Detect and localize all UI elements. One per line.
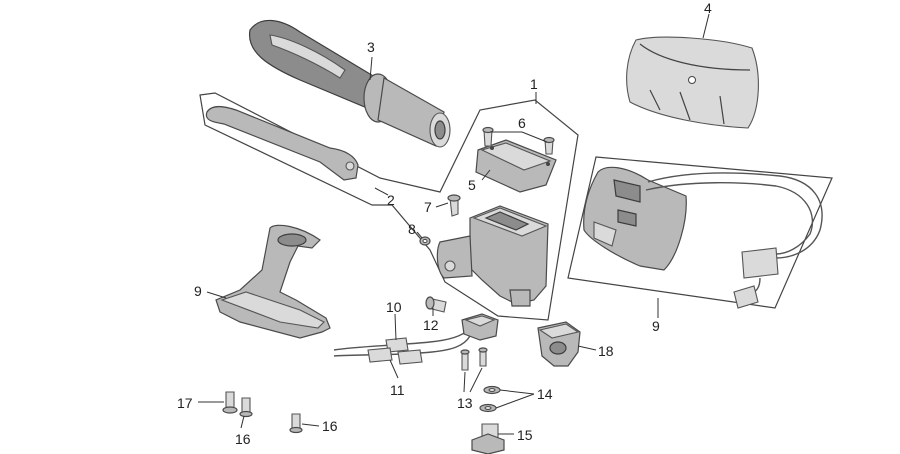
master-cylinder — [436, 205, 549, 307]
callout-12: 12 — [423, 317, 439, 333]
callout-6: 6 — [518, 115, 526, 131]
callout-7: 7 — [424, 199, 432, 215]
grip — [248, 19, 451, 148]
switch-group-outline — [567, 156, 833, 309]
lever-guard — [215, 224, 331, 339]
small-screws — [222, 391, 303, 434]
callout-11: 11 — [390, 382, 405, 398]
callout-18: 18 — [598, 343, 614, 359]
brake-lever — [205, 105, 359, 181]
mount-bolt — [471, 423, 505, 454]
pivot-bolt — [447, 194, 461, 217]
callout-10: 10 — [386, 299, 402, 315]
reservoir-cap — [475, 139, 557, 193]
cover-bag — [626, 36, 759, 129]
cap-screws — [482, 126, 555, 155]
switch-cables — [333, 329, 471, 365]
stop-switch — [425, 296, 447, 313]
callout-14: 14 — [537, 386, 553, 402]
leader-lines — [198, 13, 710, 435]
clamp-and-screws — [460, 313, 499, 371]
pivot-nut — [419, 236, 431, 246]
callout-17: 17 — [177, 395, 193, 411]
callout-13: 13 — [457, 395, 473, 411]
lever-group-outline — [199, 92, 579, 321]
callout-9-left: 9 — [194, 283, 202, 299]
callout-16-right: 16 — [322, 418, 338, 434]
callout-5: 5 — [468, 177, 476, 193]
switch-housing — [583, 166, 823, 309]
callout-16-left: 16 — [235, 431, 251, 447]
handlebar-clamp — [537, 321, 581, 367]
callout-4: 4 — [704, 0, 712, 16]
callout-15: 15 — [517, 427, 533, 443]
callout-labels: 1 2 3 4 5 6 7 8 9 9 10 11 12 13 14 15 16… — [177, 0, 712, 447]
callout-3: 3 — [367, 39, 375, 55]
callout-9-right: 9 — [652, 318, 660, 334]
callout-2: 2 — [387, 192, 395, 208]
callout-1: 1 — [530, 76, 538, 92]
callout-8: 8 — [408, 221, 416, 237]
